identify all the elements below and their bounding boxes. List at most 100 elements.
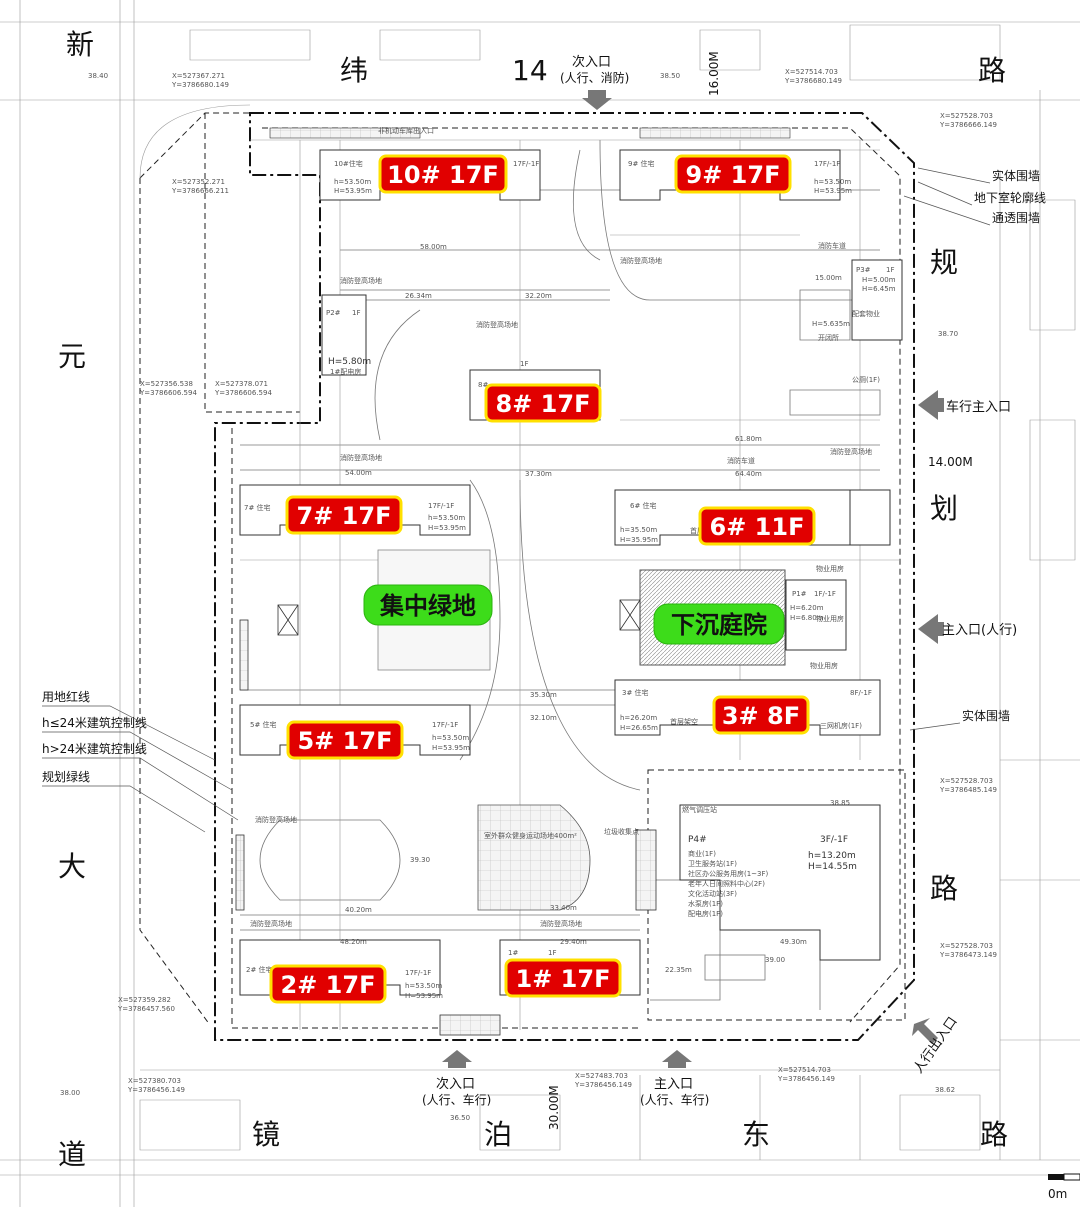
- coord-5y: Y=3786606.594: [139, 389, 197, 397]
- dim-26-34: 26.34m: [405, 292, 432, 300]
- building-badges: 10# 17F 9# 17F 8# 17F 7# 17F 6# 11F 5# 1…: [269, 154, 816, 1004]
- badge-b5: [286, 720, 404, 760]
- p4-title: P4#: [688, 835, 707, 845]
- coord-7x: X=527528.703: [940, 777, 993, 785]
- b1-tag: 1#: [508, 949, 518, 957]
- fire-area-6: 消防登高场地: [255, 815, 297, 824]
- b5-floors: 17F/-1F: [432, 721, 458, 729]
- coord-11x: X=527483.703: [575, 1072, 628, 1080]
- coord-8y: Y=3786473.149: [939, 951, 997, 959]
- fire-area-2: 消防登高场地: [476, 320, 518, 329]
- badge-b7-text: 7# 17F: [297, 502, 392, 530]
- dim-22-35: 22.35m: [665, 966, 692, 974]
- fire-area-4: 消防登高场地: [340, 453, 382, 462]
- b5-h: h=53.50m: [432, 734, 469, 742]
- coord-9x: X=527359.282: [118, 996, 171, 1004]
- p3-extra-3: 开闭所: [818, 333, 839, 342]
- dim-64-4: 64.40m: [735, 470, 762, 478]
- badge-b6-text: 6# 11F: [710, 513, 805, 541]
- b3-H: H=26.65m: [620, 724, 658, 732]
- dim-32-1: 32.10m: [530, 714, 557, 722]
- b2-h: h=53.50m: [405, 982, 442, 990]
- p1-use-2: 物业用房: [816, 614, 844, 623]
- coord-3y: Y=3786666.149: [939, 121, 997, 129]
- b6-tag: 6# 住宅: [630, 501, 657, 510]
- garbage-label: 垃圾收集点: [604, 827, 639, 836]
- coord-10x: X=527380.703: [128, 1077, 181, 1085]
- coord-2x: X=527514.703: [785, 68, 838, 76]
- dim-54: 54.00m: [345, 469, 372, 477]
- north-road-char-1: 纬: [340, 54, 368, 87]
- legend-right: 实体围墙 地下室轮廓线 通透围墙 实体围墙: [903, 167, 1046, 731]
- b10-H: H=53.95m: [334, 187, 372, 195]
- elev-6: 36.50: [450, 1114, 470, 1122]
- badge-b3: [712, 695, 810, 735]
- dim-37-3: 37.30m: [525, 470, 552, 478]
- p1-H: H=6.80m: [790, 614, 824, 622]
- badge-b1: [504, 958, 622, 998]
- north-road-char-2: 14: [512, 54, 548, 87]
- north-entrance-title: 次入口: [572, 54, 611, 70]
- p1-use-1: 物业用房: [816, 564, 844, 573]
- coord-6y: Y=3786606.594: [214, 389, 272, 397]
- west-road-char-1: 新: [66, 28, 94, 61]
- elev-2: 38.50: [660, 72, 680, 80]
- coord-1y: Y=3786680.149: [171, 81, 229, 89]
- south-secondary-title: 次入口: [436, 1076, 475, 1092]
- south-road-char-4: 路: [980, 1118, 1008, 1151]
- elev-3: 38.70: [938, 330, 958, 338]
- dim-49-3: 49.30m: [780, 938, 807, 946]
- b3-floors: 8F/-1F: [850, 689, 872, 697]
- scale-label: 0m: [1048, 1187, 1067, 1201]
- sunken-court-label: 下沉庭院: [671, 611, 767, 639]
- fire-area-7: 消防登高场地: [250, 919, 292, 928]
- p3-extra-1: H=5.635m: [812, 320, 850, 328]
- p4-use-4: 老年人日间照料中心(2F): [688, 879, 765, 888]
- badge-b5-text: 5# 17F: [298, 727, 393, 755]
- fire-area-5: 消防登高场地: [830, 447, 872, 456]
- badge-b7: [285, 495, 403, 535]
- coord-8x: X=527528.703: [940, 942, 993, 950]
- p4-use-5: 文化活动站(3F): [688, 889, 737, 898]
- vehicle-entrance-arrow-icon: [918, 390, 944, 420]
- elev-7: 38.62: [935, 1086, 955, 1094]
- legend-right-lower: 实体围墙: [962, 708, 1010, 723]
- north-road-width: 16.00M: [707, 51, 721, 96]
- nonmotor-label: 非机动车库出入口: [378, 126, 434, 135]
- south-road-char-3: 东: [742, 1118, 770, 1151]
- south-secondary-arrow-icon: [442, 1050, 472, 1068]
- road-names: 纬 14 路 新 元 大 道 规 划 路 镜 泊 东 路: [58, 28, 1008, 1171]
- legend-left-4: 规划绿线: [42, 769, 90, 784]
- badge-b1-text: 1# 17F: [516, 965, 611, 993]
- coord-4x: X=527352.271: [172, 178, 225, 186]
- coord-7y: Y=3786485.149: [939, 786, 997, 794]
- central-green-label: 集中绿地: [379, 592, 476, 620]
- coord-3x: X=527528.703: [940, 112, 993, 120]
- b9-h: h=53.50m: [814, 178, 851, 186]
- dim-48-2: 48.20m: [340, 938, 367, 946]
- fire-area-3: 消防登高场地: [620, 256, 662, 265]
- pedestrian-exit-arrow-icon: [912, 1018, 938, 1044]
- b5-H: H=53.95m: [432, 744, 470, 752]
- plaza-label: 室外群众健身运动场地400m²: [484, 831, 577, 840]
- b10-floors: 17F/-1F: [513, 160, 539, 168]
- fire-area-8: 消防登高场地: [540, 919, 582, 928]
- west-road-char-3: 大: [58, 850, 86, 883]
- dim-61-8: 61.80m: [735, 435, 762, 443]
- b5-tag: 5# 住宅: [250, 720, 277, 729]
- lift-label-3: 首层架空: [670, 717, 698, 726]
- b6-h: h=35.50m: [620, 526, 657, 534]
- west-road-char-4: 道: [58, 1138, 86, 1171]
- badge-b2: [269, 964, 387, 1004]
- b1-floors: 1F: [548, 949, 556, 957]
- dim-33-4: 33.40m: [550, 904, 577, 912]
- coord-2y: Y=3786680.149: [784, 77, 842, 85]
- vehicle-entrance-label: 车行主入口: [946, 399, 1011, 415]
- p3-public: 公厕(1F): [852, 376, 880, 384]
- internal-roads: [240, 139, 900, 1030]
- site-boundary: [139, 104, 915, 1041]
- badge-sunken-court: [653, 603, 785, 645]
- south-road-char-1: 镜: [252, 1118, 280, 1151]
